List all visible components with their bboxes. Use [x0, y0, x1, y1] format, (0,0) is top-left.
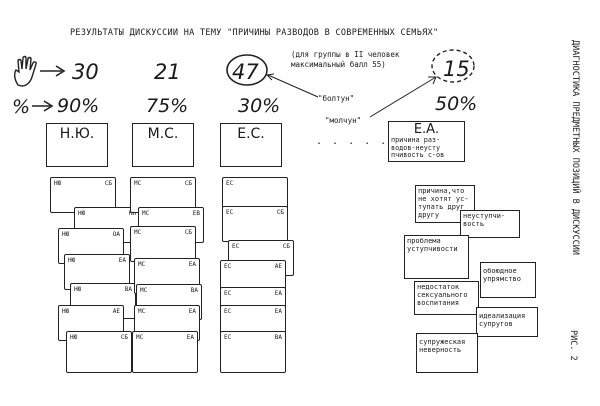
card-target-code: АЕ	[274, 263, 282, 270]
percent-sign: %	[12, 96, 31, 118]
score-ms: 21	[154, 60, 181, 84]
answer-card: МС ЕА	[132, 331, 198, 373]
card-author-code: ЕС	[226, 209, 234, 216]
percent-es: 30%	[238, 95, 281, 117]
label-boltun: "болтун"	[318, 94, 355, 103]
card-target-code: СБ	[104, 180, 112, 187]
card-target-code: ЕА	[118, 257, 126, 264]
group-note: (для группы в II человек максимальный ба…	[291, 50, 400, 69]
card-author-code: НЮ	[68, 257, 76, 264]
card-author-code: МС	[138, 261, 146, 268]
card-target-code: ОА	[112, 231, 120, 238]
participant-head-nyu: Н.Ю.	[46, 123, 108, 167]
raised-hand-icon	[10, 55, 44, 89]
answer-card: ЕС СБ	[222, 206, 288, 242]
participant-head-es: Е.С.	[220, 123, 282, 167]
card-author-code: МС	[140, 287, 148, 294]
card-author-code: НЮ	[74, 286, 82, 293]
card-target-code: НИ	[128, 210, 136, 217]
card-author-code: ЕС	[224, 263, 232, 270]
card-author-code: МС	[136, 334, 144, 341]
card-target-code: СБ	[184, 180, 192, 187]
card-author-code: МС	[138, 308, 146, 315]
card-target-code: ВА	[124, 286, 132, 293]
percent-ea: 50%	[435, 93, 478, 115]
ellipsis: . . . . . .	[316, 136, 405, 147]
label-molchun: "молчун"	[325, 116, 362, 125]
reason-card: проблема уступчивости	[404, 235, 469, 279]
page-title: РЕЗУЛЬТАТЫ ДИСКУССИИ НА ТЕМУ "ПРИЧИНЫ РА…	[70, 28, 439, 38]
card-author-code: МС	[134, 229, 142, 236]
card-author-code: МС	[134, 180, 142, 187]
card-target-code: ЕА	[186, 334, 194, 341]
card-target-code: СБ	[282, 243, 290, 250]
participant-head-ea: Е.А. причина раз- водов-неусту пчивость …	[388, 121, 465, 162]
card-author-code: МС	[142, 210, 150, 217]
card-author-code: НЮ	[62, 308, 70, 315]
participant-head-ms: М.С.	[132, 123, 194, 167]
percent-nyu: 90%	[57, 95, 100, 117]
answer-card: ЕС ВА	[220, 331, 286, 373]
figure-label: РИС. 2	[568, 330, 578, 361]
card-target-code: ВА	[274, 334, 282, 341]
card-author-code: ЕС	[224, 334, 232, 341]
score-es: 47	[232, 60, 259, 84]
reason-card: супружеская неверность	[416, 333, 478, 373]
card-author-code: НЮ	[78, 210, 86, 217]
score-nyu: 30	[72, 60, 99, 84]
arrow-right-icon	[40, 65, 66, 77]
side-title: ДИАГНОСТИКА ПРЕДМЕТНЫХ ПОЗИЦИЙ В ДИСКУСС…	[570, 40, 580, 255]
percent-ms: 75%	[146, 95, 189, 117]
score-circle	[226, 54, 268, 86]
card-target-code: СБ	[120, 334, 128, 341]
card-target-code: ЕА	[274, 290, 282, 297]
card-author-code: ЕС	[224, 290, 232, 297]
arrow-right-icon	[32, 100, 54, 112]
card-target-code: ЕА	[274, 308, 282, 315]
card-target-code: СБ	[276, 209, 284, 216]
card-target-code: ЕА	[188, 308, 196, 315]
card-author-code: НЮ	[62, 231, 70, 238]
card-author-code: ЕС	[226, 180, 234, 187]
card-target-code: АЕ	[112, 308, 120, 315]
annotation-arrows	[265, 73, 437, 118]
card-author-code: НЮ	[54, 180, 62, 187]
answer-card: НЮ СБ	[66, 331, 132, 373]
score-dashed-circle	[431, 49, 475, 83]
reason-card: идеализация супругов	[476, 307, 538, 337]
score-ea: 15	[443, 57, 470, 81]
reason-card: неуступчи- вость	[460, 210, 520, 238]
reason-card: недостаток сексуального воспитания	[414, 281, 479, 315]
card-target-code: СБ	[184, 229, 192, 236]
card-author-code: ЕС	[232, 243, 240, 250]
card-author-code: НЮ	[70, 334, 78, 341]
reason-card: обоюдное упрямство	[480, 262, 536, 298]
card-target-code: ВА	[190, 287, 198, 294]
card-target-code: ЕА	[188, 261, 196, 268]
card-author-code: ЕС	[224, 308, 232, 315]
answer-card: МС СБ	[130, 226, 196, 262]
card-target-code: ЕВ	[192, 210, 200, 217]
